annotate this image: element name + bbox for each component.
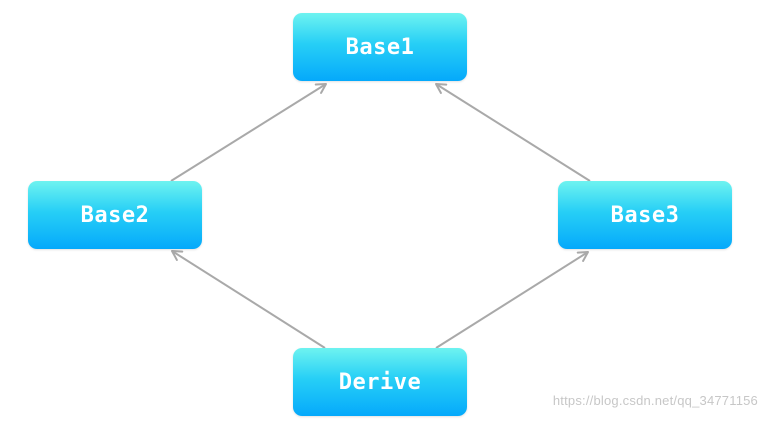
edge-derive-to-base3 — [435, 251, 589, 349]
node-base2-label: Base2 — [80, 202, 150, 228]
node-base1[interactable]: Base1 — [293, 13, 467, 81]
edge-base2-to-base1 — [170, 83, 327, 182]
node-derive[interactable]: Derive — [293, 348, 467, 416]
node-base3[interactable]: Base3 — [558, 181, 732, 249]
node-base2[interactable]: Base2 — [28, 181, 202, 249]
node-derive-label: Derive — [338, 369, 422, 395]
watermark-text: https://blog.csdn.net/qq_34771156 — [552, 393, 758, 408]
edges — [170, 83, 591, 349]
node-base1-label: Base1 — [345, 34, 415, 60]
edge-base3-to-base1 — [435, 83, 591, 182]
node-base3-label: Base3 — [610, 202, 680, 228]
edge-derive-to-base2 — [171, 250, 326, 349]
